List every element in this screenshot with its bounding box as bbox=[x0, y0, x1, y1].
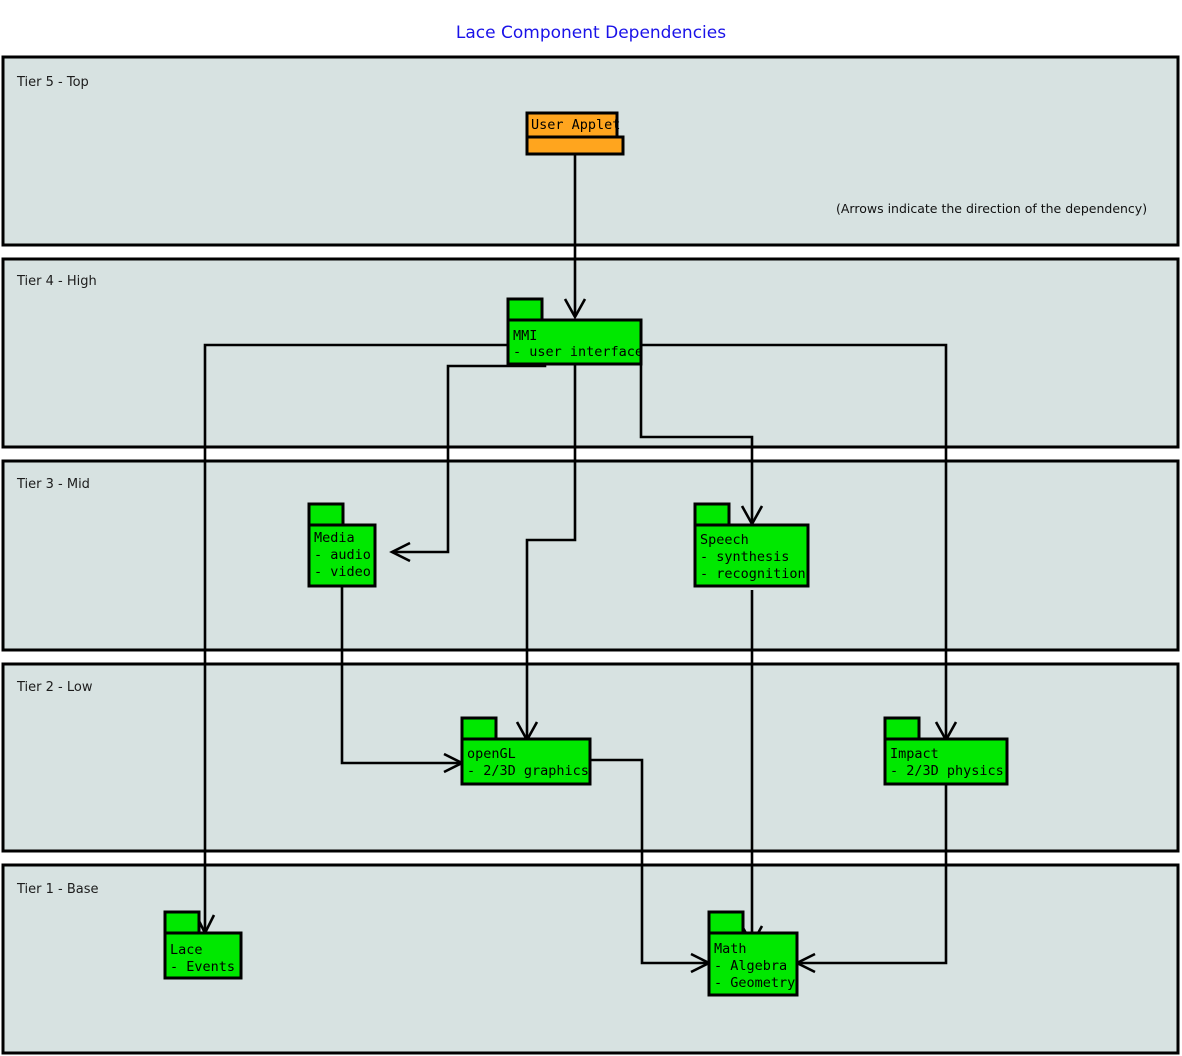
package-media-item-0: - audio bbox=[314, 547, 371, 563]
package-lace-tab bbox=[163, 910, 201, 935]
package-math-tab bbox=[707, 910, 745, 935]
package-mmi-body bbox=[506, 318, 643, 366]
tier-2-label: Tier 2 - Low bbox=[16, 680, 93, 695]
package-math[interactable]: Math - Algebra - Geometry bbox=[707, 910, 799, 997]
tier-3-label: Tier 3 - Mid bbox=[16, 477, 90, 492]
package-speech-item-1: - recognition bbox=[700, 566, 806, 582]
package-lace-name: Lace bbox=[170, 942, 203, 958]
package-mmi-tab bbox=[506, 297, 544, 322]
package-opengl-name: openGL bbox=[467, 746, 516, 762]
tier-5-label: Tier 5 - Top bbox=[16, 75, 89, 90]
package-media[interactable]: Media - audio - video bbox=[307, 502, 377, 588]
package-math-body bbox=[707, 931, 799, 997]
package-media-name: Media bbox=[314, 530, 355, 546]
tier-1-label: Tier 1 - Base bbox=[16, 882, 99, 897]
package-impact-item-0: - 2/3D physics bbox=[890, 763, 1004, 779]
package-speech-item-0: - synthesis bbox=[700, 549, 789, 565]
package-user-applet[interactable]: User Applet bbox=[525, 111, 625, 156]
package-opengl-tab bbox=[460, 716, 498, 741]
package-lace-body bbox=[163, 931, 243, 980]
page-title: Lace Component Dependencies bbox=[456, 23, 726, 43]
package-speech-tab bbox=[693, 502, 731, 527]
tier-3-container: Tier 3 - Mid bbox=[1, 459, 1180, 652]
package-media-tab bbox=[307, 502, 345, 527]
package-speech-name: Speech bbox=[700, 532, 749, 548]
arrow-direction-note: (Arrows indicate the direction of the de… bbox=[836, 201, 1147, 216]
package-user-applet-tab bbox=[525, 111, 619, 139]
package-math-name: Math bbox=[714, 941, 747, 957]
package-mmi[interactable]: MMI - user interface bbox=[506, 297, 643, 366]
package-impact-body bbox=[883, 737, 1009, 786]
package-opengl-item-0: - 2/3D graphics bbox=[467, 763, 589, 779]
package-impact-name: Impact bbox=[890, 746, 939, 762]
package-impact[interactable]: Impact - 2/3D physics bbox=[883, 716, 1009, 786]
package-user-applet-body bbox=[525, 135, 625, 156]
package-media-body bbox=[307, 523, 377, 588]
package-opengl[interactable]: openGL - 2/3D graphics bbox=[460, 716, 592, 786]
package-math-item-1: - Geometry bbox=[714, 975, 795, 991]
package-math-item-0: - Algebra bbox=[714, 958, 787, 974]
tier-4-label: Tier 4 - High bbox=[16, 274, 97, 289]
package-impact-tab bbox=[883, 716, 921, 741]
package-user-applet-name: User Applet bbox=[531, 117, 620, 133]
package-speech[interactable]: Speech - synthesis - recognition bbox=[693, 502, 810, 588]
package-lace-item-0: - Events bbox=[170, 959, 235, 975]
package-media-item-1: - video bbox=[314, 564, 371, 580]
package-mmi-item-0: - user interface bbox=[513, 344, 643, 360]
package-lace[interactable]: Lace - Events bbox=[163, 910, 243, 980]
package-opengl-body bbox=[460, 737, 592, 786]
package-speech-body bbox=[693, 523, 810, 588]
package-mmi-name: MMI bbox=[513, 328, 537, 344]
connector-user-applet-to-mmi bbox=[563, 154, 587, 320]
